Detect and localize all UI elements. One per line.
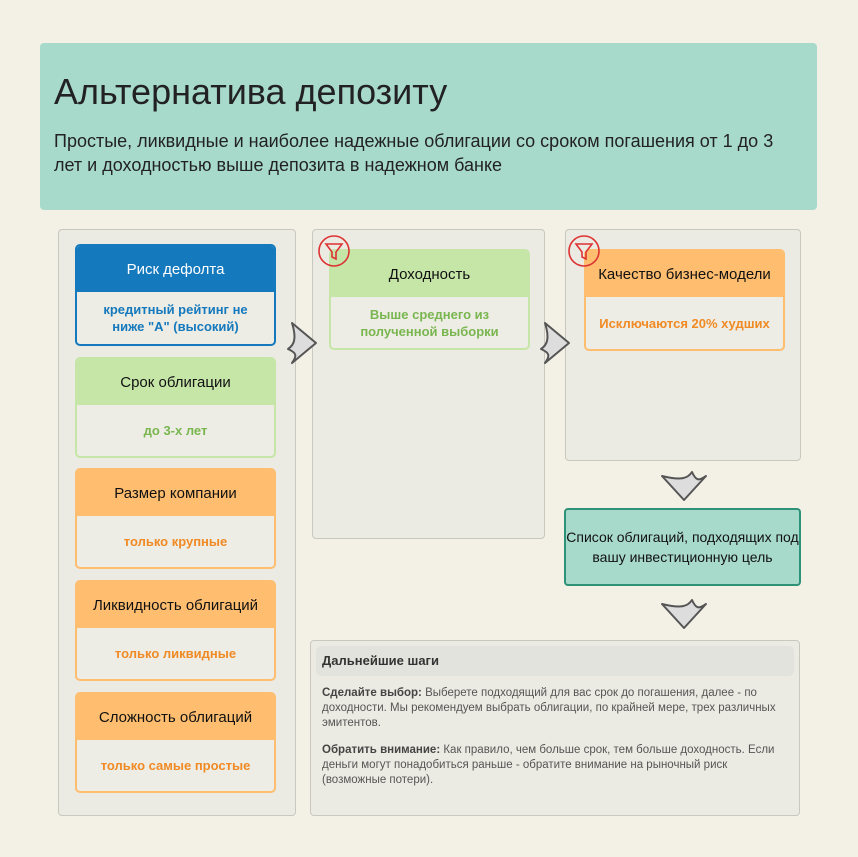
card-value: только ликвидные: [114, 646, 237, 661]
card-title: Размер компании: [77, 470, 274, 516]
arrow-down-icon: [661, 599, 707, 629]
arrow-right-icon: [287, 322, 317, 364]
arrow-down-icon: [661, 471, 707, 501]
funnel-icon: [318, 235, 350, 267]
card-title: Доходность: [331, 251, 528, 297]
funnel-icon: [568, 235, 600, 267]
step-text: Выберете подходящий для вас срок до пога…: [322, 687, 776, 729]
result-box: Список облигаций, подходящих под вашу ин…: [564, 508, 801, 586]
header-banner: Альтернатива депозиту Простые, ликвидные…: [40, 43, 817, 210]
step-attention: Обратить внимание: Как правило, чем боль…: [322, 743, 788, 788]
card-value: до 3-х лет: [143, 423, 208, 438]
card-value: Выше среднего из полученной выборки: [360, 306, 499, 339]
card-value: Исключаются 20% худших: [599, 315, 770, 331]
page-title: Альтернатива депозиту: [54, 71, 448, 112]
next-steps-panel: Дальнейшие шаги Сделайте выбор: Выберете…: [310, 640, 800, 816]
card-title: Ликвидность облигаций: [77, 582, 274, 628]
card-title: Риск дефолта: [77, 246, 274, 292]
card-value: кредитный рейтинг не ниже "A" (высокий): [103, 302, 248, 334]
card-title: Срок облигации: [77, 359, 274, 405]
card-title: Сложность облигаций: [77, 694, 274, 740]
criterion-card-liquidity: Ликвидность облигаций только ликвидные: [75, 580, 276, 681]
step-choose: Сделайте выбор: Выберете подходящий для …: [322, 686, 788, 731]
step-text: Как правило, чем больше срок, тем больше…: [322, 744, 775, 786]
criterion-card-complexity: Сложность облигаций только самые простые: [75, 692, 276, 793]
card-value: только крупные: [123, 534, 228, 549]
next-steps-title: Дальнейшие шаги: [316, 646, 794, 676]
step-label: Обратить внимание:: [322, 744, 441, 756]
step-label: Сделайте выбор:: [322, 687, 422, 699]
card-title: Качество бизнес-модели: [586, 251, 783, 297]
page-subtitle: Простые, ликвидные и наиболее надежные о…: [54, 131, 774, 175]
criterion-card-company-size: Размер компании только крупные: [75, 468, 276, 569]
arrow-right-icon: [540, 322, 570, 364]
criterion-card-term: Срок облигации до 3-х лет: [75, 357, 276, 458]
criterion-card-default-risk: Риск дефолта кредитный рейтинг не ниже "A…: [75, 244, 276, 346]
card-value: только самые простые: [100, 758, 251, 773]
